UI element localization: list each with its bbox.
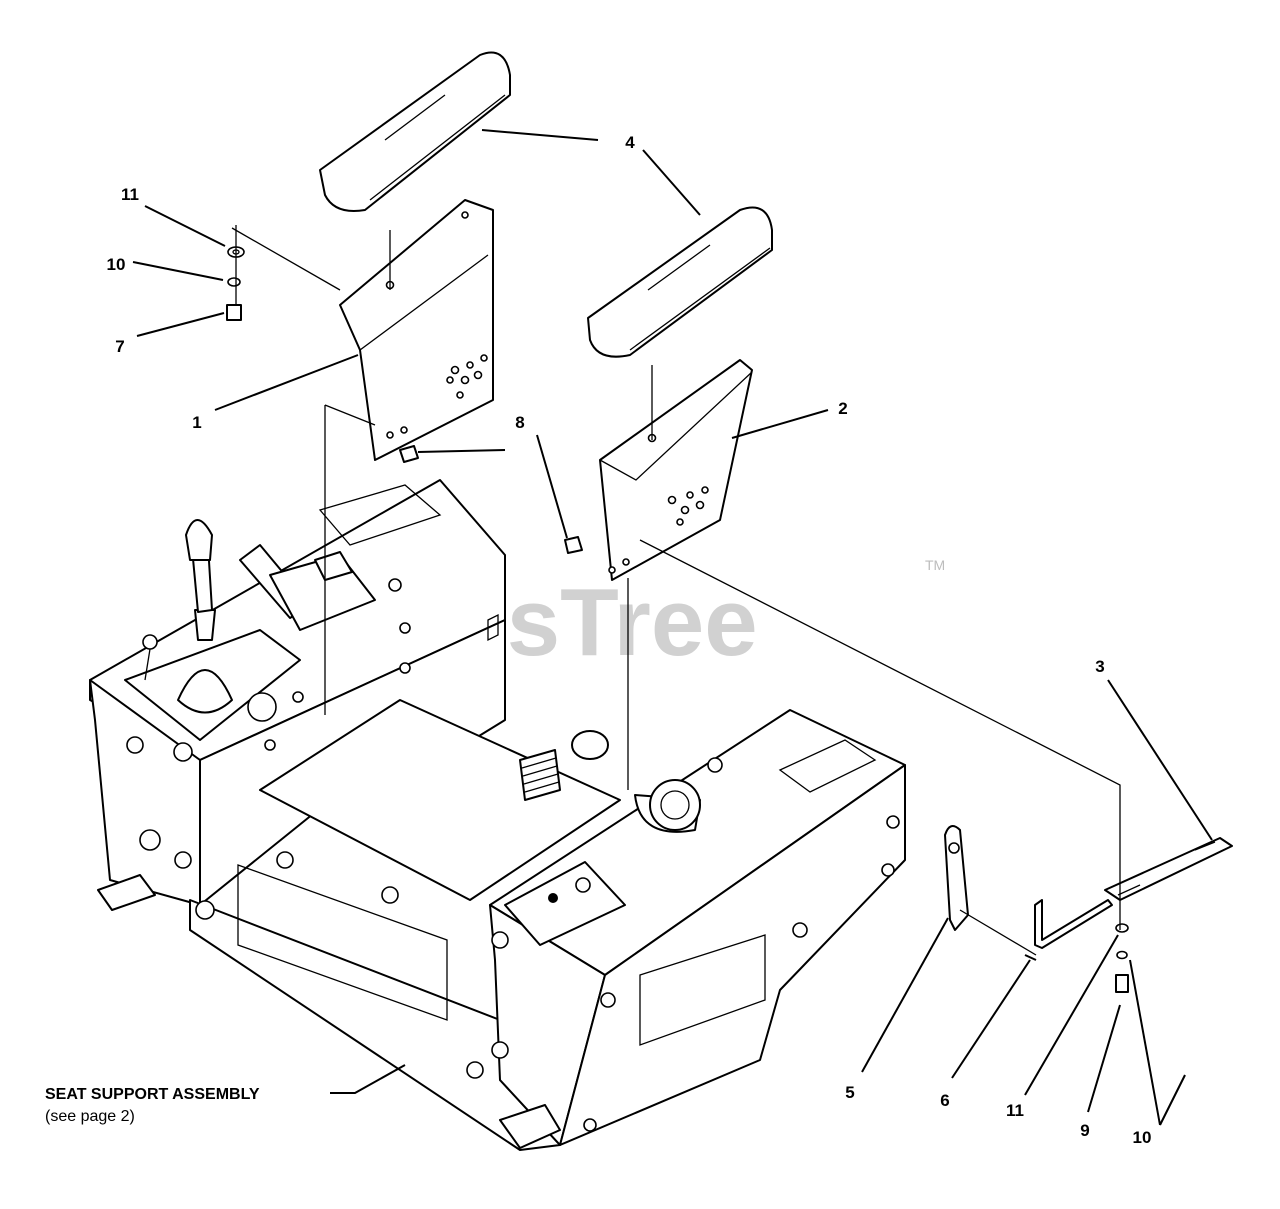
spring-canister <box>519 730 609 801</box>
latch-bracket <box>239 544 376 631</box>
throttle-control-plate <box>504 861 626 946</box>
armrest-pad-left <box>319 51 511 212</box>
callout-10-right: 10 <box>1133 1128 1152 1147</box>
callout-leaders <box>132 129 1213 1126</box>
callout-10-left: 10 <box>107 255 126 274</box>
armrest-pad-right <box>587 206 773 358</box>
lever-bracket <box>1034 837 1233 949</box>
callout-11-left: 11 <box>121 185 139 204</box>
knob-5 <box>944 825 969 931</box>
pin-6 <box>1024 954 1037 961</box>
callout-7: 7 <box>115 337 124 356</box>
shift-lever-assembly <box>124 519 301 741</box>
callout-4: 4 <box>625 133 635 152</box>
bolt-7 <box>226 304 242 321</box>
armrest-bracket-left <box>339 199 494 461</box>
bolt-8-right <box>564 536 583 554</box>
washer-11-right <box>1115 923 1129 933</box>
callout-8: 8 <box>515 413 524 432</box>
bolt-9 <box>1115 974 1129 993</box>
lockwasher-10-right <box>1116 950 1128 960</box>
lockwasher-10-left <box>227 277 241 287</box>
assembly-note-title: SEAT SUPPORT ASSEMBLY <box>45 1086 260 1103</box>
callout-5: 5 <box>845 1083 854 1102</box>
callout-11-right: 11 <box>1006 1101 1024 1120</box>
callout-6: 6 <box>940 1091 949 1110</box>
fuel-cap <box>634 779 701 833</box>
callout-9: 9 <box>1080 1121 1089 1140</box>
callout-1: 1 <box>192 413 201 432</box>
callout-3: 3 <box>1095 657 1104 676</box>
callout-2: 2 <box>838 399 847 418</box>
armrest-bracket-right <box>599 359 753 581</box>
body-bolts <box>126 578 900 1132</box>
bolt-8-left <box>399 445 419 463</box>
callout-labels: 4 11 10 7 1 8 2 3 5 6 11 9 10 <box>107 133 1152 1147</box>
alignment-lines <box>231 225 1121 956</box>
watermark-trademark: TM <box>925 557 945 573</box>
assembly-note-subtitle: (see page 2) <box>45 1108 135 1125</box>
